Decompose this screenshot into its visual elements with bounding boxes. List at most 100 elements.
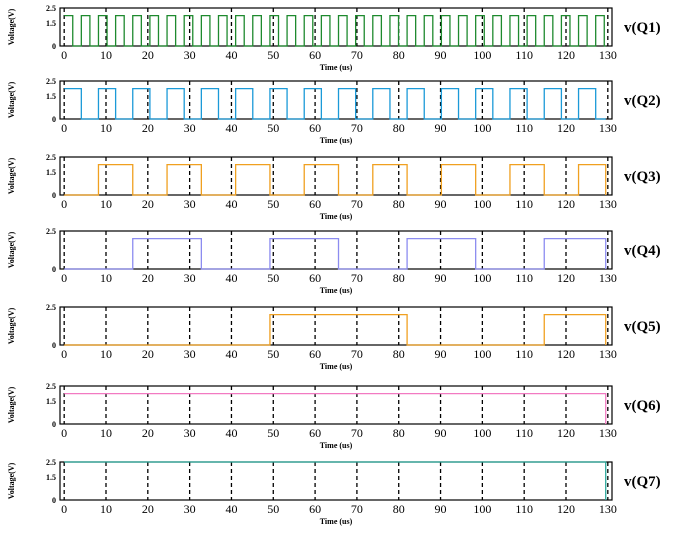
x-tick-label: 20: [142, 48, 154, 62]
x-tick-label: 70: [351, 347, 363, 361]
x-tick-label: 20: [142, 197, 154, 211]
plot-frame-3: [59, 156, 613, 196]
x-tick-label: 10: [100, 426, 112, 440]
x-tick-label: 90: [435, 271, 447, 285]
x-tick-label: 70: [351, 271, 363, 285]
x-tick-label: 0: [61, 121, 67, 135]
x-tick-label: 110: [515, 271, 533, 285]
x-tick-label: 40: [225, 271, 237, 285]
x-tick-label: 30: [184, 502, 196, 516]
x-tick-label: 130: [599, 271, 617, 285]
y-axis-label: Voltage(V): [7, 307, 16, 344]
x-tick-label: 90: [435, 197, 447, 211]
x-tick-label: 30: [184, 121, 196, 135]
x-tick-label: 120: [557, 197, 575, 211]
series-label-5: v(Q5): [624, 319, 661, 335]
x-tick-label: 50: [267, 271, 279, 285]
y-axis-label: Voltage(V): [7, 386, 16, 423]
x-tick-label: 60: [309, 271, 321, 285]
x-tick-label: 20: [142, 121, 154, 135]
y-tick-label: 2.5: [46, 4, 56, 13]
x-tick-label: 120: [557, 48, 575, 62]
y-tick-label: 0: [52, 42, 56, 51]
x-axis-label: Time (us): [320, 286, 353, 295]
y-axis-label: Voltage(V): [7, 462, 16, 499]
series-label-2: v(Q2): [624, 93, 661, 109]
x-tick-label: 80: [393, 121, 405, 135]
plot-frame-1: [59, 7, 613, 47]
x-tick-label: 130: [599, 121, 617, 135]
x-tick-label: 80: [393, 426, 405, 440]
x-tick-label: 90: [435, 426, 447, 440]
x-tick-label: 100: [473, 271, 491, 285]
x-tick-label: 70: [351, 197, 363, 211]
y-tick-label: 1.5: [46, 92, 56, 101]
x-tick-label: 80: [393, 271, 405, 285]
x-axis-label: Time (us): [320, 63, 353, 72]
x-tick-label: 70: [351, 48, 363, 62]
x-tick-label: 100: [473, 347, 491, 361]
x-tick-label: 50: [267, 426, 279, 440]
x-axis-label: Time (us): [320, 362, 353, 371]
x-tick-label: 100: [473, 121, 491, 135]
y-axis-label: Voltage(V): [7, 81, 16, 118]
x-tick-label: 30: [184, 197, 196, 211]
x-tick-label: 130: [599, 197, 617, 211]
x-tick-label: 40: [225, 502, 237, 516]
x-tick-label: 0: [61, 426, 67, 440]
x-tick-label: 40: [225, 426, 237, 440]
x-tick-label: 80: [393, 347, 405, 361]
x-tick-label: 90: [435, 502, 447, 516]
x-tick-label: 0: [61, 48, 67, 62]
series-label-6: v(Q6): [624, 398, 661, 414]
y-tick-label: 0: [52, 265, 56, 274]
x-tick-label: 100: [473, 48, 491, 62]
x-tick-label: 70: [351, 502, 363, 516]
x-tick-label: 130: [599, 426, 617, 440]
x-tick-label: 60: [309, 347, 321, 361]
x-tick-label: 110: [515, 426, 533, 440]
y-tick-label: 0: [52, 496, 56, 505]
plot-frame-5: [59, 306, 613, 346]
plot-frame-4: [59, 230, 613, 270]
x-tick-label: 20: [142, 502, 154, 516]
x-tick-label: 20: [142, 271, 154, 285]
x-tick-label: 80: [393, 197, 405, 211]
x-tick-label: 40: [225, 197, 237, 211]
y-axis-label: Voltage(V): [7, 8, 16, 45]
series-label-7: v(Q7): [624, 474, 661, 490]
y-tick-label: 2.5: [46, 303, 56, 312]
x-axis-label: Time (us): [320, 212, 353, 221]
x-tick-label: 50: [267, 502, 279, 516]
plot-frame-2: [59, 80, 613, 120]
x-tick-label: 90: [435, 48, 447, 62]
y-tick-label: 1.5: [46, 397, 56, 406]
x-tick-label: 120: [557, 426, 575, 440]
x-tick-label: 10: [100, 347, 112, 361]
x-tick-label: 110: [515, 121, 533, 135]
series-label-1: v(Q1): [624, 20, 661, 36]
plot-frame-6: [59, 385, 613, 425]
y-axis-label: Voltage(V): [7, 157, 16, 194]
series-line-1: [64, 14, 606, 47]
x-axis-label: Time (us): [320, 441, 353, 450]
x-tick-label: 90: [435, 347, 447, 361]
x-tick-label: 10: [100, 197, 112, 211]
x-tick-label: 80: [393, 48, 405, 62]
x-tick-label: 90: [435, 121, 447, 135]
x-tick-label: 100: [473, 197, 491, 211]
y-tick-label: 0: [52, 420, 56, 429]
x-tick-label: 110: [515, 48, 533, 62]
series-line-4: [64, 237, 607, 270]
x-tick-label: 110: [515, 197, 533, 211]
x-tick-label: 60: [309, 48, 321, 62]
x-tick-label: 60: [309, 121, 321, 135]
series-line-5: [64, 313, 607, 346]
x-tick-label: 70: [351, 426, 363, 440]
x-tick-label: 120: [557, 347, 575, 361]
series-label-4: v(Q4): [624, 243, 661, 259]
y-tick-label: 2.5: [46, 77, 56, 86]
x-tick-label: 120: [557, 502, 575, 516]
x-tick-label: 100: [473, 426, 491, 440]
x-tick-label: 40: [225, 347, 237, 361]
